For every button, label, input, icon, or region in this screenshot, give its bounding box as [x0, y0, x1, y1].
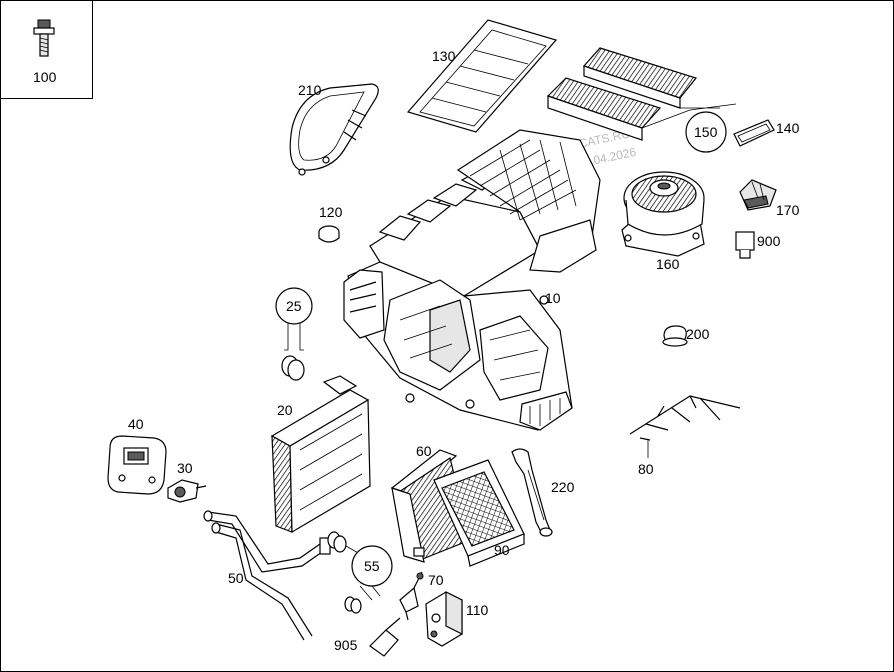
part-55-seals[interactable] — [327, 531, 381, 614]
part-120-cap[interactable] — [318, 225, 340, 243]
label-25: 25 — [286, 298, 302, 314]
part-100-bolt[interactable] — [33, 19, 55, 57]
part-160-blower[interactable] — [621, 171, 705, 257]
label-210: 210 — [298, 82, 322, 98]
label-20: 20 — [277, 402, 293, 418]
part-905-clip[interactable] — [369, 617, 401, 657]
label-120: 120 — [319, 204, 343, 220]
part-900-connector[interactable] — [735, 231, 755, 259]
part-25-orings[interactable] — [281, 322, 305, 381]
part-20-evaporator[interactable] — [270, 375, 371, 534]
callout-circle-55 — [351, 545, 393, 587]
label-200: 200 — [686, 326, 710, 342]
bolt-flange — [33, 27, 55, 35]
label-90: 90 — [494, 542, 510, 558]
part-70-actuator[interactable] — [399, 571, 424, 621]
part-labels: 100 210 130 150 140 170 900 120 160 10 2… — [33, 48, 800, 653]
label-30: 30 — [177, 460, 193, 476]
label-60: 60 — [416, 443, 432, 459]
part-200-grommet[interactable] — [662, 325, 688, 347]
part-140-filter[interactable] — [733, 119, 775, 147]
bolt-shank — [39, 33, 49, 57]
part-90-heater[interactable] — [433, 459, 525, 567]
bolt-head — [37, 19, 51, 29]
inset-box-100 — [0, 0, 93, 99]
part-30-sensor[interactable] — [167, 479, 207, 503]
label-220: 220 — [551, 479, 575, 495]
label-70: 70 — [428, 572, 444, 588]
part-130-gasket[interactable] — [406, 19, 558, 133]
label-100: 100 — [33, 69, 57, 85]
label-905: 905 — [334, 637, 358, 653]
part-150-filters[interactable] — [546, 47, 737, 141]
label-10: 10 — [545, 290, 561, 306]
label-130: 130 — [432, 48, 456, 64]
callout-circle-25 — [275, 287, 313, 325]
label-55: 55 — [364, 558, 380, 574]
label-900: 900 — [757, 233, 781, 249]
part-10-hvac-housing[interactable] — [343, 129, 601, 431]
part-220-hose[interactable] — [511, 448, 553, 537]
label-160: 160 — [656, 256, 680, 272]
part-210-frame[interactable] — [289, 83, 379, 176]
part-40-control-panel[interactable] — [107, 435, 167, 495]
label-170: 170 — [776, 202, 800, 218]
label-40: 40 — [128, 416, 144, 432]
label-150: 150 — [694, 124, 718, 140]
label-140: 140 — [776, 120, 800, 136]
part-50-pipes[interactable] — [203, 510, 331, 641]
part-110-servo[interactable] — [425, 591, 463, 647]
label-80: 80 — [638, 461, 654, 477]
callout-circle-150 — [685, 111, 727, 153]
part-80-wiring[interactable] — [629, 395, 741, 458]
part-170-resistor[interactable] — [739, 179, 777, 211]
label-50: 50 — [228, 570, 244, 586]
label-110: 110 — [466, 602, 489, 618]
